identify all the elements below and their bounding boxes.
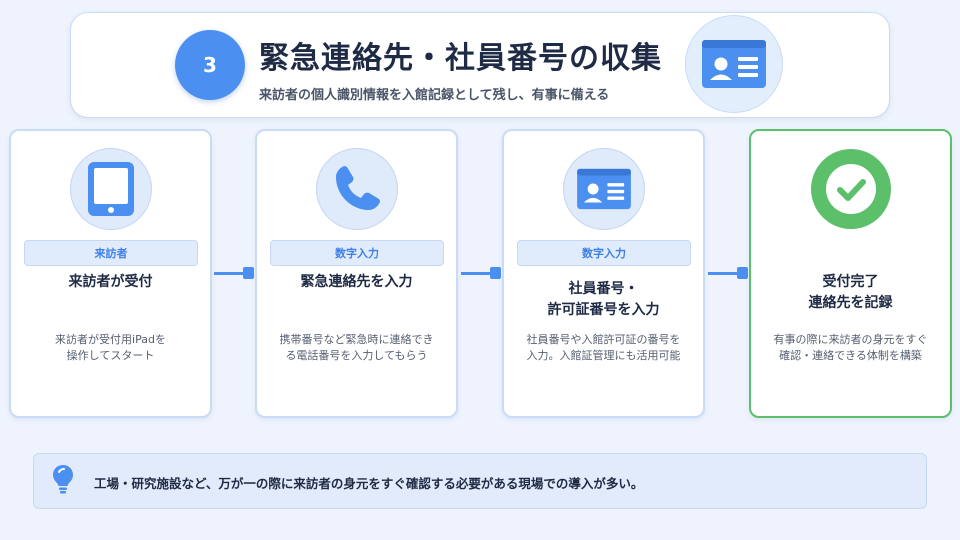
header-panel: 3 緊急連絡先・社員番号の収集 来訪者の個人識別情報を入館記録として残し、有事に…	[70, 12, 890, 118]
step-description: 社員番号や入館許可証の番号を 入力。入館証管理にも活用可能	[504, 332, 703, 364]
step-desc-line: 携帯番号など緊急時に連絡でき	[279, 333, 434, 346]
id-card-icon	[702, 40, 766, 88]
note-text: 工場・研究施設など、万が一の際に来訪者の身元をすぐ確認する必要がある現場での導入…	[94, 476, 644, 491]
step-title-line: 来訪者が受付	[68, 274, 153, 290]
step-card-complete: 受付完了 連絡先を記録 有事の際に来訪者の身元をすぐ 確認・連絡できる体制を構築	[749, 129, 952, 418]
step-desc-line: る電話番号を入力してもらう	[285, 349, 428, 362]
step-connector	[214, 267, 254, 279]
step-icon-circle	[70, 148, 152, 230]
step-card-employee-number: 数字入力 社員番号・ 許可証番号を入力 社員番号や入館許可証の番号を 入力。入館…	[502, 129, 705, 418]
step-tag: 来訪者	[24, 240, 198, 266]
step-desc-line: 社員番号や入館許可証の番号を	[526, 333, 681, 346]
step-description: 有事の際に来訪者の身元をすぐ 確認・連絡できる体制を構築	[751, 332, 950, 364]
check-circle-icon	[811, 149, 891, 229]
step-tag: 数字入力	[517, 240, 691, 266]
step-title-line: 社員番号・	[568, 281, 639, 297]
phone-icon	[336, 166, 380, 210]
header-icon	[685, 15, 783, 113]
step-card-visitor: 来訪者 来訪者が受付 来訪者が受付用iPadを 操作してスタート	[9, 129, 212, 418]
step-icon-circle	[316, 148, 398, 230]
step-desc-line: 入力。入館証管理にも活用可能	[526, 349, 681, 362]
step-title: 緊急連絡先を入力	[257, 272, 456, 293]
tablet-icon	[88, 162, 134, 216]
check-icon-wrapper	[810, 148, 892, 230]
step-description: 携帯番号など緊急時に連絡でき る電話番号を入力してもらう	[257, 332, 456, 364]
connector-dot	[243, 267, 254, 279]
page-subtitle: 来訪者の個人識別情報を入館記録として残し、有事に備える	[259, 88, 610, 103]
step-title: 来訪者が受付	[11, 272, 210, 293]
step-desc-line: 確認・連絡できる体制を構築	[779, 349, 922, 362]
step-connector	[461, 267, 501, 279]
step-connector	[708, 267, 748, 279]
step-description: 来訪者が受付用iPadを 操作してスタート	[11, 332, 210, 364]
connector-dot	[490, 267, 501, 279]
lightbulb-icon	[52, 464, 74, 498]
step-number-badge: 3	[175, 30, 245, 100]
step-title: 社員番号・ 許可証番号を入力	[504, 279, 703, 321]
step-card-emergency-contact: 数字入力 緊急連絡先を入力 携帯番号など緊急時に連絡でき る電話番号を入力しても…	[255, 129, 458, 418]
connector-dot	[737, 267, 748, 279]
step-title-line: 許可証番号を入力	[547, 302, 660, 318]
info-note: 工場・研究施設など、万が一の際に来訪者の身元をすぐ確認する必要がある現場での導入…	[33, 453, 927, 509]
step-desc-line: 操作してスタート	[66, 349, 155, 362]
step-title-line: 緊急連絡先を入力	[300, 274, 413, 290]
step-title: 受付完了 連絡先を記録	[751, 272, 950, 314]
step-title-line: 連絡先を記録	[808, 295, 893, 311]
step-desc-line: 来訪者が受付用iPadを	[55, 333, 166, 346]
step-tag: 数字入力	[270, 240, 444, 266]
step-icon-circle	[563, 148, 645, 230]
id-card-icon	[577, 168, 631, 210]
step-desc-line: 有事の際に来訪者の身元をすぐ	[773, 333, 928, 346]
page-title: 緊急連絡先・社員番号の収集	[259, 41, 662, 76]
step-title-line: 受付完了	[822, 274, 879, 290]
